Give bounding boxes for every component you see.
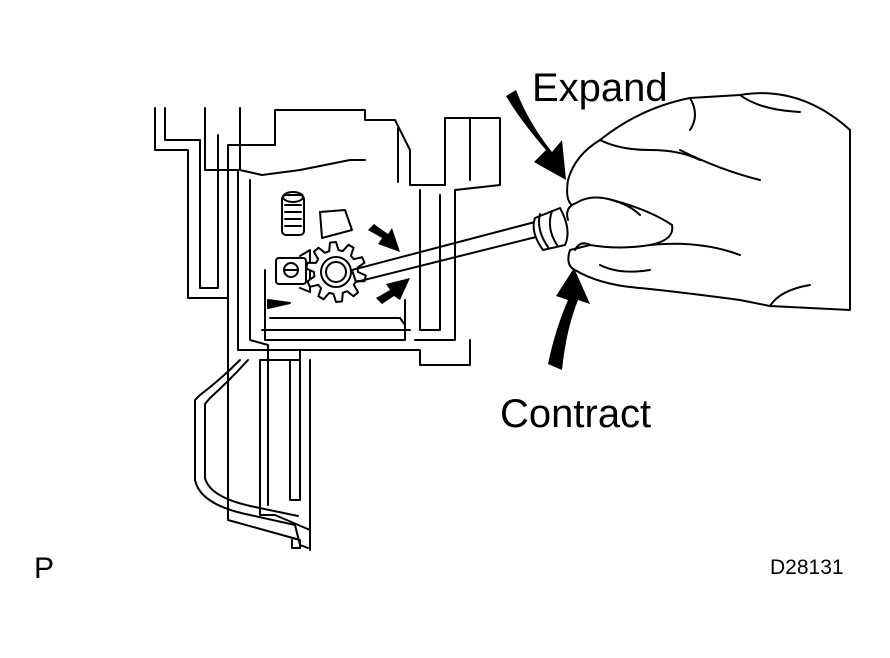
- hold-down-spring: [281, 191, 353, 239]
- shoe-edge-spring: [194, 359, 309, 549]
- backing-plate: [154, 107, 501, 551]
- small-arrow-up-icon: [376, 278, 410, 304]
- contract-arrow-icon: [548, 268, 590, 370]
- expand-label: Expand: [532, 66, 668, 110]
- figure-code-label: D28131: [770, 556, 844, 579]
- adjusting-wheel: [305, 241, 367, 303]
- small-arrow-down-icon: [368, 224, 400, 252]
- expand-arrow-icon: [506, 90, 566, 180]
- view-code-label: P: [34, 552, 55, 585]
- contract-label: Contract: [500, 392, 652, 436]
- screwdriver: [351, 207, 569, 283]
- hand: [566, 92, 851, 311]
- adjuster-assembly: [267, 249, 311, 309]
- wheel-direction-arrows: [368, 224, 410, 304]
